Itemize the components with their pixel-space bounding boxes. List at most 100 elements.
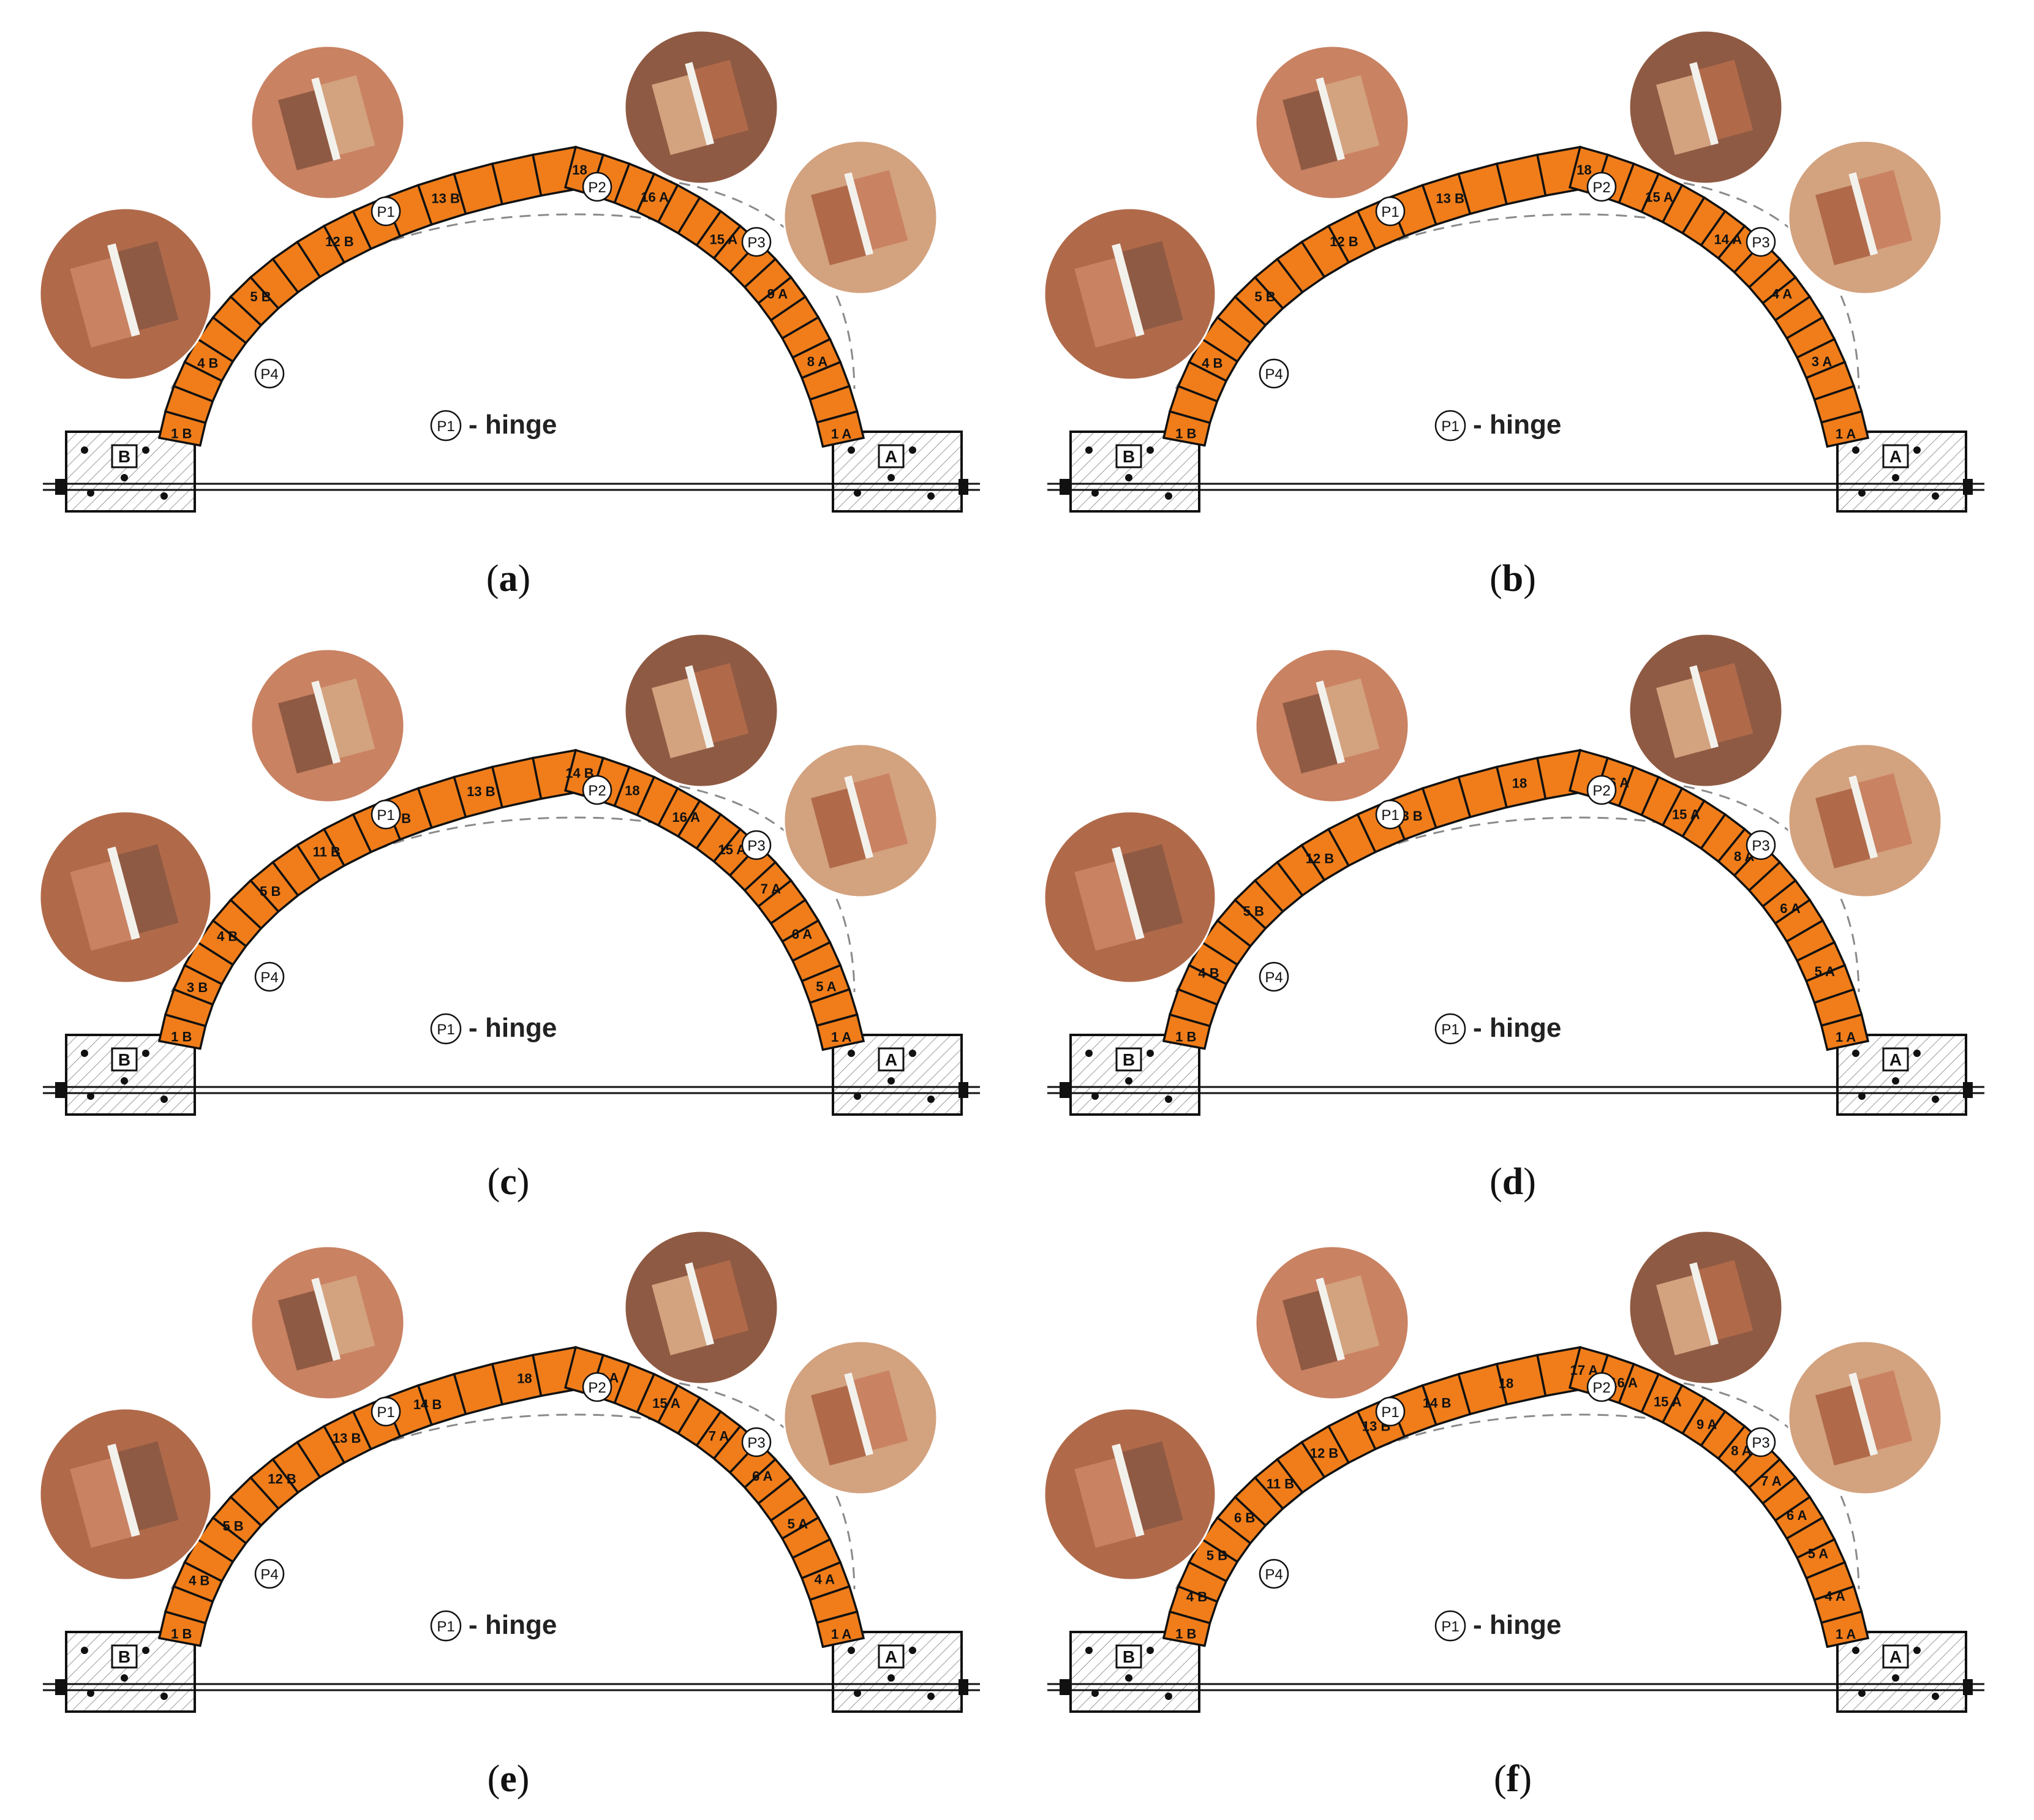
support-b-anchor-dot (142, 446, 149, 454)
hinge-marker-p4: P4 (1259, 961, 1289, 992)
legend-dash: - (1473, 1013, 1482, 1043)
photo-mortar-joint (1689, 1262, 1719, 1346)
brick-label: 7 A (761, 881, 782, 897)
tie-rod-nut-left (55, 479, 65, 495)
photo-mortar-joint (1112, 1443, 1145, 1537)
brick-label: 9 A (1697, 1416, 1717, 1432)
brick-label: 4 B (1202, 356, 1222, 371)
support-a-anchor-dot (854, 489, 861, 497)
support-a-anchor-dot (1932, 492, 1939, 500)
panel-caption: (f) (1494, 1758, 1532, 1800)
legend-dash: - (1473, 410, 1482, 440)
support-b-anchor-dot (1125, 1674, 1132, 1682)
hinge-legend: P1-hinge (1434, 410, 1561, 442)
brick-label: 4 B (1186, 1589, 1207, 1604)
support-a-label: A (885, 447, 897, 466)
support-b-label-box (1115, 1644, 1142, 1669)
hinge-marker-p2: P2 (582, 171, 612, 202)
support-b-anchor-dot (1091, 1690, 1099, 1697)
brick-label: 15 A (652, 1396, 680, 1411)
support-b-anchor-dot (160, 492, 168, 500)
brick-label: 12 B (1330, 234, 1358, 249)
brick-label: 5 B (1254, 289, 1275, 304)
brick-label: 5 B (1243, 903, 1264, 919)
photo-mortar-joint (1689, 62, 1719, 146)
tie-rod-nut-right (959, 1679, 968, 1695)
support-a-anchor-dot (1858, 1092, 1866, 1100)
legend-text: hinge (485, 410, 557, 440)
legend-dash: - (469, 410, 478, 440)
hinge-marker-p1: P1 (371, 1396, 401, 1427)
photo-inset-2 (1254, 45, 1410, 200)
support-a-anchor-dot (1913, 446, 1921, 454)
hinge-circle (1746, 1427, 1776, 1457)
photo-mortar-joint (1316, 77, 1346, 161)
hinge-marker-p4: P4 (254, 358, 285, 389)
support-b-anchor-dot (160, 1096, 168, 1103)
support-b-anchor-dot (1085, 1050, 1093, 1057)
photo-inset-3 (1628, 633, 1784, 788)
hinge-label: P3 (1752, 235, 1769, 251)
brick-label: 7 A (1761, 1473, 1782, 1489)
hinge-marker-p2: P2 (582, 775, 612, 805)
support-b-anchor-dot (121, 474, 128, 481)
voussoir-right-17 (815, 1610, 865, 1649)
photo-inset-3 (623, 633, 779, 788)
photo-mortar-joint (107, 243, 140, 337)
support-b: B (65, 1017, 196, 1116)
panel-caption: (e) (488, 1758, 530, 1800)
hinge-circle (1746, 227, 1776, 257)
support-a-label: A (1889, 447, 1902, 466)
hinge-marker-p4: P4 (254, 961, 285, 992)
support-a-anchor-dot (1932, 1693, 1939, 1700)
hinge-label: P3 (1752, 1435, 1769, 1451)
brick-label: 12 B (1306, 851, 1334, 867)
support-b-anchor-dot (81, 446, 88, 454)
hinge-circle (1259, 358, 1289, 389)
support-a-label: A (1889, 1050, 1902, 1069)
photo-mortar-joint (844, 1372, 874, 1456)
legend-symbol-circle (1434, 1610, 1466, 1642)
legend-symbol-circle (1434, 410, 1466, 442)
brick-label: 1 A (831, 1626, 852, 1642)
photo-mortar-joint (1689, 665, 1719, 749)
photo-mortar-joint (844, 172, 874, 256)
hinge-marker-p4: P4 (254, 1559, 285, 1589)
brick-label: 14 B (1423, 1395, 1451, 1410)
brick-label: 1 A (831, 426, 852, 442)
brick-label: 6 A (792, 927, 813, 942)
support-a-label-box (1882, 1047, 1909, 1072)
photo-inset-2 (250, 648, 405, 803)
hinge-circle (741, 830, 772, 860)
brick-label: 7 A (709, 1429, 729, 1444)
support-b-label: B (118, 1647, 130, 1666)
support-b-label: B (1123, 1647, 1135, 1666)
support-a-label: A (1889, 1647, 1902, 1666)
support-b: B (65, 414, 196, 513)
support-b-label-box (111, 1047, 138, 1072)
hinge-marker-p1: P1 (1375, 1396, 1406, 1427)
voussoir-right-17 (815, 1013, 865, 1051)
hinge-marker-p3: P3 (1746, 1427, 1776, 1457)
support-b-anchor-dot (1147, 1050, 1154, 1057)
hinge-marker-p4: P4 (1259, 358, 1289, 389)
voussoir-right-17 (1820, 1610, 1870, 1649)
support-b-anchor-dot (142, 1050, 149, 1057)
brick-label: 16 A (641, 190, 669, 205)
hinge-label: P4 (260, 366, 278, 383)
support-a-anchor-dot (927, 1693, 935, 1700)
support-a-anchor-dot (1892, 1674, 1899, 1682)
hinge-label: P4 (1265, 366, 1283, 383)
brick-label: 1 B (171, 1029, 192, 1044)
photo-mortar-joint (311, 77, 341, 161)
photo-inset-4 (1787, 140, 1943, 295)
hinge-label: P3 (747, 838, 765, 854)
support-b-anchor-dot (121, 1077, 128, 1085)
support-a-anchor-dot (887, 1077, 895, 1085)
brick-label: 1 B (1175, 426, 1196, 441)
brick-label: 4 B (217, 929, 238, 944)
brick-label: 6 A (1787, 1508, 1807, 1523)
support-a-anchor-dot (909, 446, 916, 454)
